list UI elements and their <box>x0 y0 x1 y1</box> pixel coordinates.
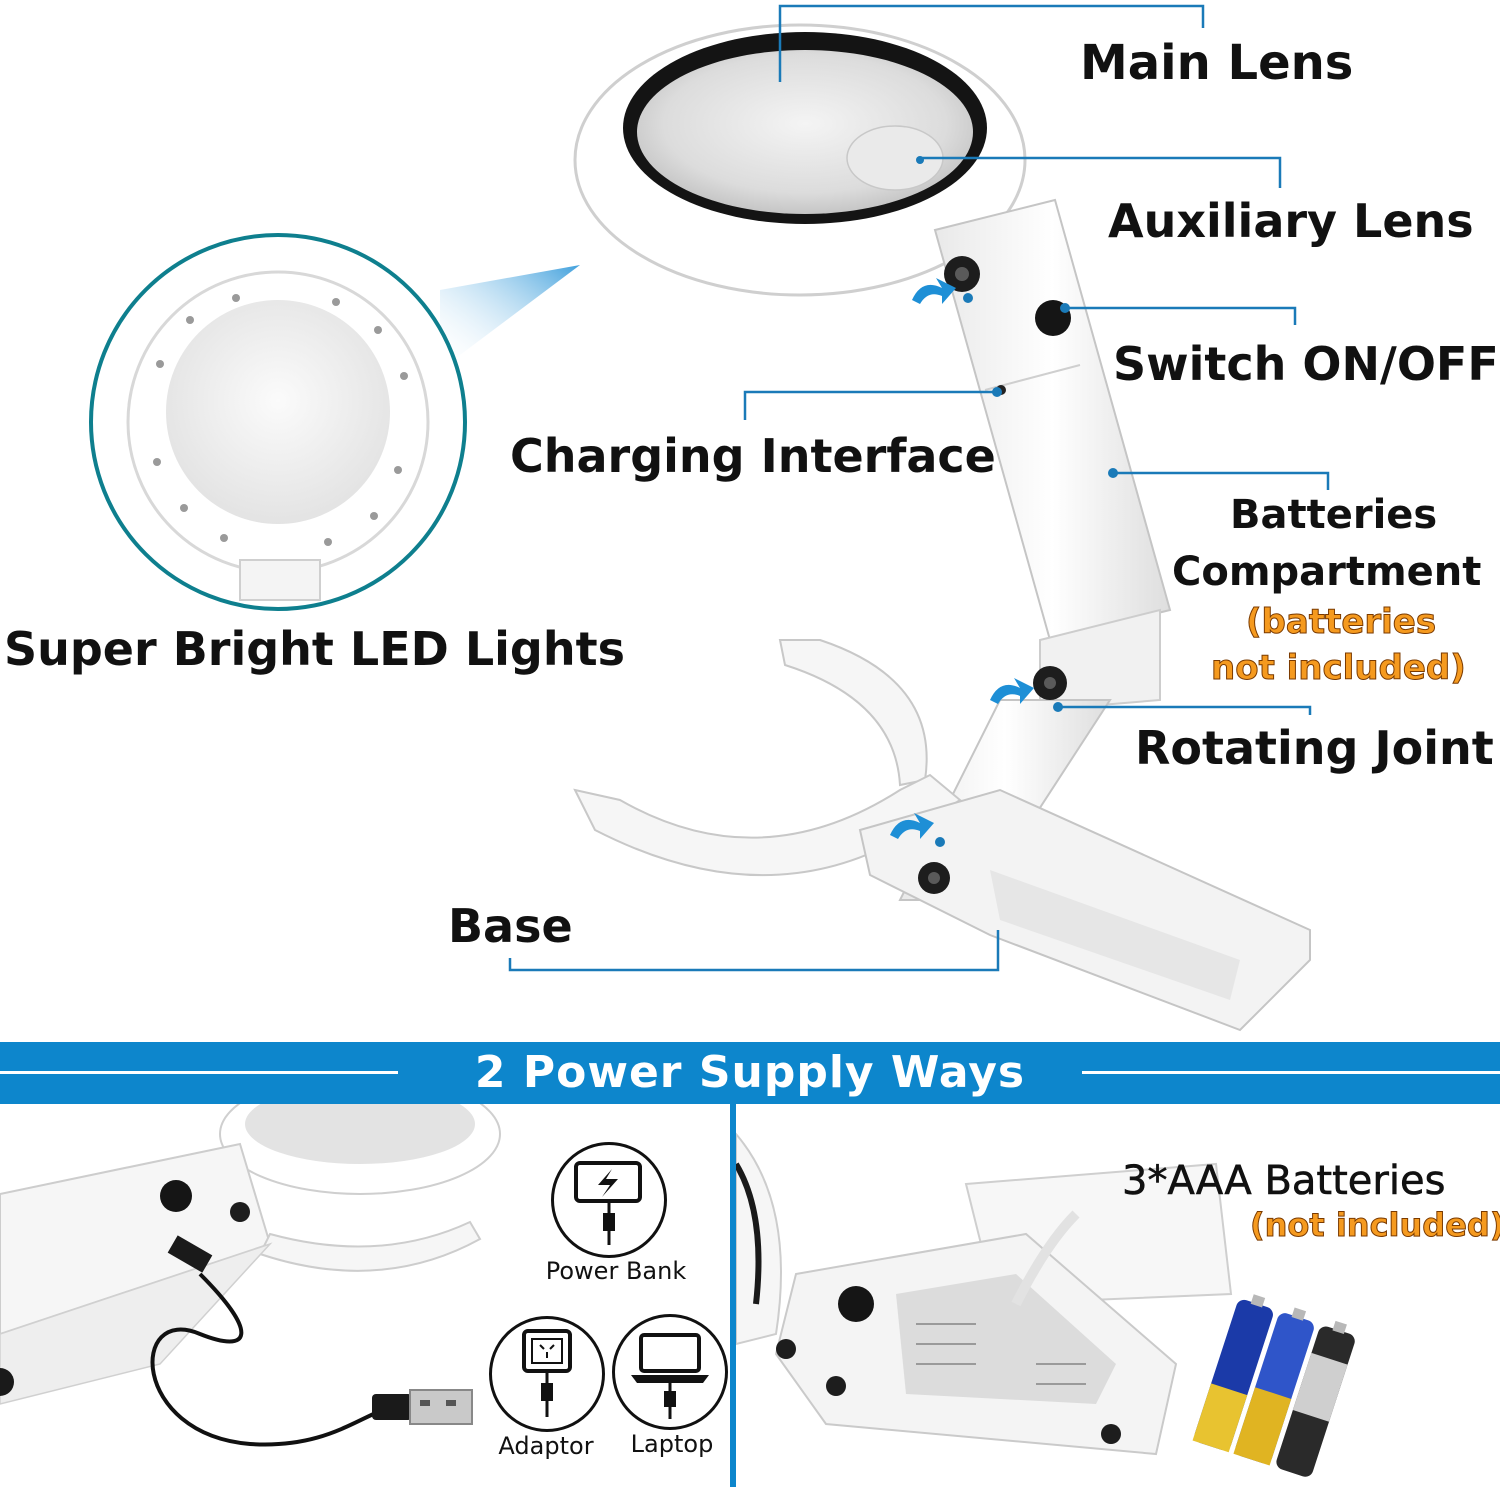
magnifier-head <box>573 23 1027 297</box>
main-lens-label: Main Lens <box>1080 35 1354 91</box>
adaptor-label: Adaptor <box>498 1432 594 1460</box>
batteries-label-line1: Batteries <box>1230 492 1438 538</box>
laptop-icon <box>612 1314 728 1430</box>
section-divider <box>730 1104 736 1487</box>
banner-rule-left <box>0 1071 398 1074</box>
rotation-arrows <box>890 278 1034 839</box>
batteries-label-line2: Compartment <box>1172 549 1482 595</box>
base-label: Base <box>448 899 573 953</box>
power-section-title: 2 Power Supply Ways <box>474 1047 1026 1098</box>
power-bank-label: Power Bank <box>545 1257 687 1285</box>
power-bank-icon <box>551 1142 667 1258</box>
switch-label: Switch ON/OFF <box>1113 337 1499 391</box>
magnifier-arm <box>898 198 1172 901</box>
batteries-note-line1: (batteries <box>1245 602 1437 642</box>
aaa-batteries-label: 3*AAA Batteries <box>1122 1158 1446 1204</box>
magnifier-product-illustration <box>89 4 1330 1032</box>
led-lights-label: Super Bright LED Lights <box>4 622 625 676</box>
auxiliary-lens-label: Auxiliary Lens <box>1108 194 1474 248</box>
charging-interface-label: Charging Interface <box>510 429 996 483</box>
aaa-batteries <box>1192 1294 1355 1477</box>
wall-adaptor-icon <box>489 1316 605 1432</box>
battery-compartment-illustration <box>736 1132 1355 1477</box>
laptop-label: Laptop <box>630 1430 714 1458</box>
magnifier-base <box>573 639 1311 1032</box>
led-detail-callout <box>89 233 580 611</box>
aaa-batteries-note: (not included) <box>1249 1206 1500 1244</box>
batteries-note-line2: not included) <box>1211 648 1467 688</box>
banner-rule-right <box>1082 1071 1500 1074</box>
usb-cable-illustration <box>0 1104 501 1447</box>
rotating-joint-label: Rotating Joint <box>1135 721 1494 775</box>
callout-lines <box>508 4 1330 972</box>
